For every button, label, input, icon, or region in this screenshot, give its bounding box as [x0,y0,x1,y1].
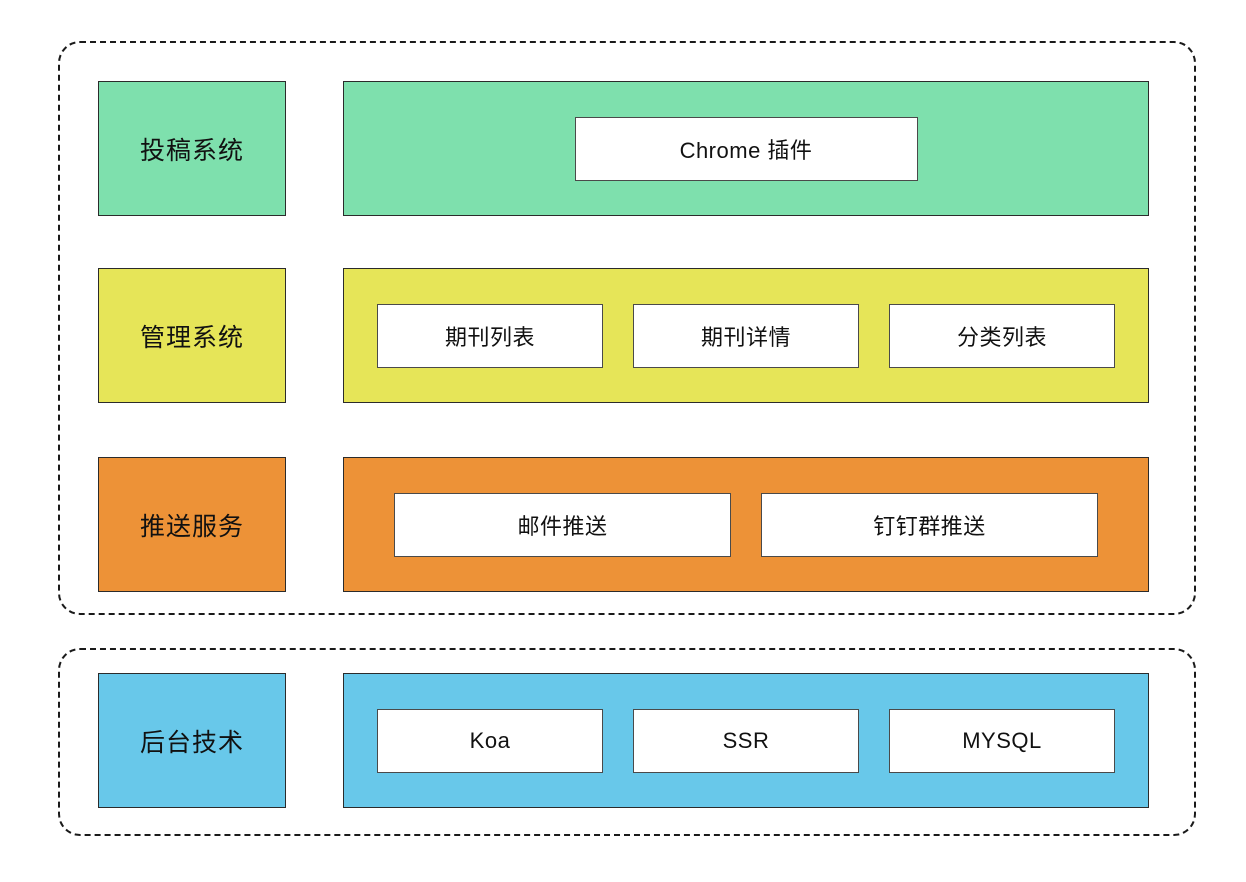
layer-label-management[interactable]: 管理系统 [98,268,286,403]
module-email-push[interactable]: 邮件推送 [394,492,731,557]
module-koa[interactable]: Koa [377,708,603,773]
layer-row-submission: 投稿系统 Chrome 插件 [0,81,1246,216]
layer-panel-push-service: 邮件推送 钉钉群推送 [343,457,1149,592]
module-mysql[interactable]: MYSQL [889,708,1115,773]
application-group-container [58,41,1196,615]
layer-panel-submission: Chrome 插件 [343,81,1149,216]
layer-row-management: 管理系统 期刊列表 期刊详情 分类列表 [0,268,1246,403]
layer-panel-backend-tech: Koa SSR MYSQL [343,673,1149,808]
module-chrome-plugin[interactable]: Chrome 插件 [574,116,918,181]
module-ssr[interactable]: SSR [633,708,859,773]
layer-label-push-service[interactable]: 推送服务 [98,457,286,592]
layer-label-backend-tech[interactable]: 后台技术 [98,673,286,808]
layer-row-push: 推送服务 邮件推送 钉钉群推送 [0,457,1246,592]
module-category-list[interactable]: 分类列表 [889,303,1115,368]
module-journal-list[interactable]: 期刊列表 [377,303,603,368]
layer-row-backend-tech: 后台技术 Koa SSR MYSQL [0,673,1246,808]
layer-panel-management: 期刊列表 期刊详情 分类列表 [343,268,1149,403]
backend-group-container [58,648,1196,836]
layer-label-submission[interactable]: 投稿系统 [98,81,286,216]
module-journal-detail[interactable]: 期刊详情 [633,303,859,368]
module-dingtalk-group-push[interactable]: 钉钉群推送 [761,492,1098,557]
